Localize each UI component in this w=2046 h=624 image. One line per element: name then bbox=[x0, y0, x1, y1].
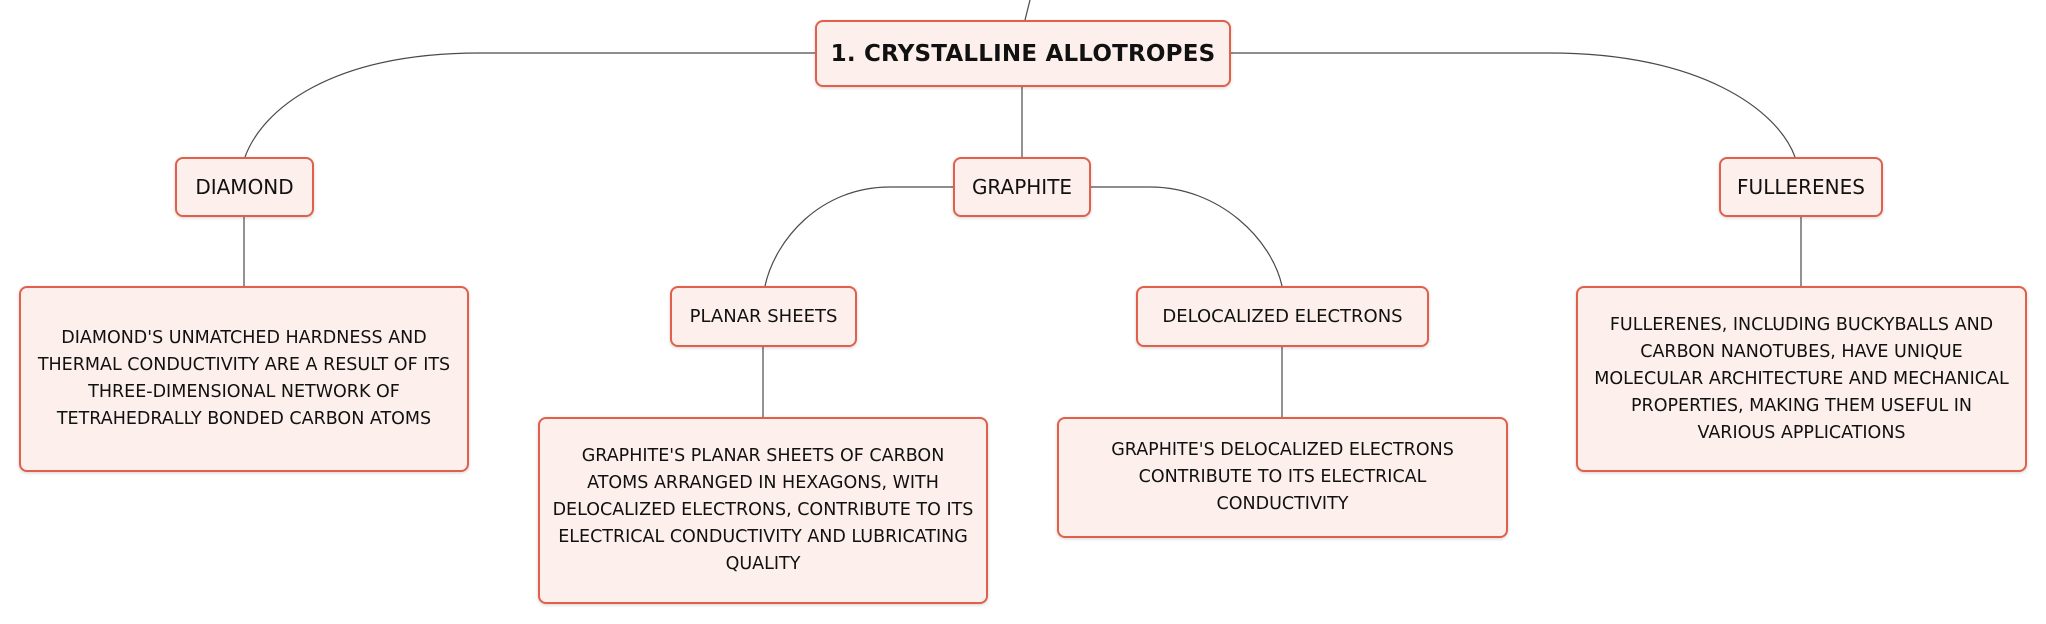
connector-graphite-to-delocalized-electrons bbox=[1091, 186, 1283, 287]
diamond-topic-node[interactable]: DIAMOND bbox=[175, 157, 314, 217]
graphite-topic-node[interactable]: GRAPHITE bbox=[953, 157, 1091, 217]
fullerenes-detail-node[interactable]: FULLERENES, INCLUDING BUCKYBALLS AND CAR… bbox=[1576, 286, 2027, 472]
delocalized-electrons-label: DELOCALIZED ELECTRONS bbox=[1162, 306, 1403, 327]
fullerenes-detail-text: FULLERENES, INCLUDING BUCKYBALLS AND CAR… bbox=[1594, 314, 2009, 443]
delocalized-electrons-detail-text: GRAPHITE'S DELOCALIZED ELECTRONS CONTRIB… bbox=[1111, 440, 1454, 514]
planar-sheets-node[interactable]: PLANAR SHEETS bbox=[670, 286, 857, 347]
planar-sheets-detail-text: GRAPHITE'S PLANAR SHEETS OF CARBON ATOMS… bbox=[552, 446, 974, 574]
fullerenes-topic-label: FULLERENES bbox=[1737, 175, 1865, 199]
diamond-detail-text: DIAMOND'S UNMATCHED HARDNESS AND THERMAL… bbox=[37, 328, 451, 429]
delocalized-electrons-node[interactable]: DELOCALIZED ELECTRONS bbox=[1136, 286, 1429, 347]
delocalized-electrons-detail-node[interactable]: GRAPHITE'S DELOCALIZED ELECTRONS CONTRIB… bbox=[1057, 417, 1508, 538]
root-topic-node[interactable]: 1. CRYSTALLINE ALLOTROPES bbox=[815, 20, 1231, 87]
fullerenes-topic-node[interactable]: FULLERENES bbox=[1719, 157, 1883, 217]
root-topic-label: 1. CRYSTALLINE ALLOTROPES bbox=[830, 40, 1216, 67]
connector-root-to-diamond bbox=[244, 52, 815, 158]
connector-root-to-fullerenes bbox=[1231, 52, 1796, 158]
planar-sheets-detail-node[interactable]: GRAPHITE'S PLANAR SHEETS OF CARBON ATOMS… bbox=[538, 417, 988, 604]
connector-parent-to-root bbox=[1024, 0, 1031, 21]
graphite-topic-label: GRAPHITE bbox=[971, 175, 1073, 199]
diamond-topic-label: DIAMOND bbox=[195, 175, 294, 199]
planar-sheets-label: PLANAR SHEETS bbox=[689, 306, 838, 327]
connector-graphite-to-planar-sheets bbox=[764, 186, 953, 287]
diamond-detail-node[interactable]: DIAMOND'S UNMATCHED HARDNESS AND THERMAL… bbox=[19, 286, 469, 472]
